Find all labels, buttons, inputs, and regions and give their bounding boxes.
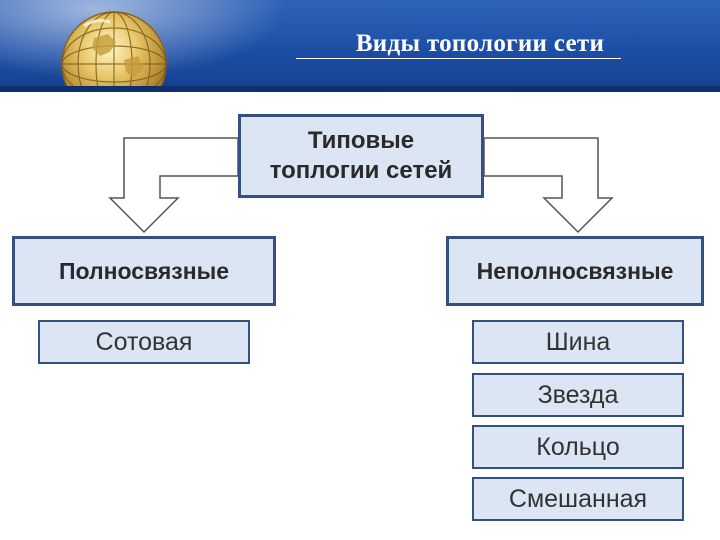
item-label: Шина: [545, 327, 611, 356]
item-label: Кольцо: [536, 432, 620, 461]
topology-item-star: Звезда: [472, 373, 684, 417]
topology-diagram: Типовые топлогии сетей Полносвязные Непо…: [0, 92, 720, 540]
topology-item-ring: Кольцо: [472, 425, 684, 469]
root-box: Типовые топлогии сетей: [238, 114, 484, 198]
category-label: Неполносвязные: [476, 257, 674, 284]
category-box-full-mesh: Полносвязные: [12, 236, 276, 306]
title-underline: [296, 58, 621, 59]
header-banner: Виды топологии сети: [0, 0, 720, 92]
page-title: Виды топологии сети: [355, 30, 605, 57]
item-label: Звезда: [537, 380, 619, 409]
topology-item-bus: Шина: [472, 320, 684, 364]
topology-item-cellular: Сотовая: [38, 320, 250, 364]
topology-item-mixed: Смешанная: [472, 477, 684, 521]
arrow-right: [483, 137, 614, 234]
header-stripe: [0, 86, 720, 92]
category-box-partial-mesh: Неполносвязные: [446, 236, 704, 306]
root-label: Типовые топлогии сетей: [269, 127, 453, 184]
category-label: Полносвязные: [58, 257, 230, 284]
item-label: Смешанная: [508, 484, 648, 513]
globe-icon: [61, 11, 167, 92]
arrow-left: [108, 137, 239, 234]
item-label: Сотовая: [95, 327, 193, 356]
connector-arrows: [108, 137, 614, 234]
